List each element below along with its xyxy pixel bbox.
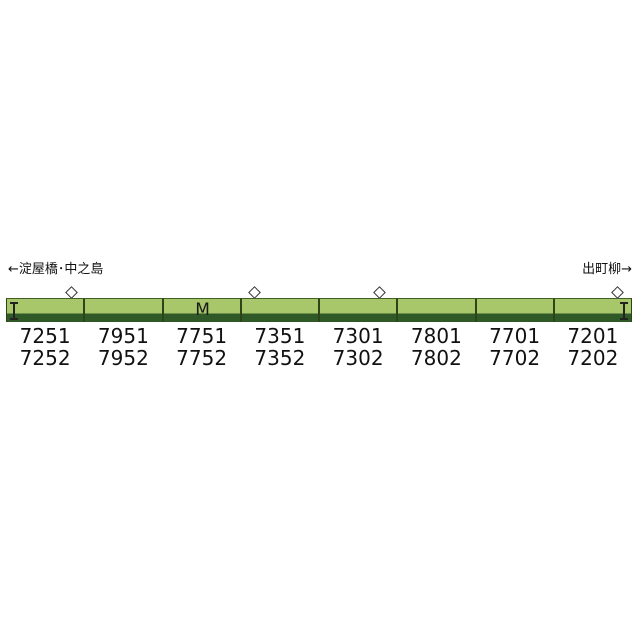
car-number-lower: 7352 [254,346,306,370]
car-number-lower: 7952 [97,346,149,370]
train-formation: M [6,286,632,322]
car-number-lower: 7702 [489,346,541,370]
motor-car-mark: M [195,300,210,320]
train-car [475,298,554,322]
car-number-upper: 7751 [176,324,228,348]
car-number-lower: 7202 [567,346,619,370]
train-car [553,286,632,322]
car-number-lower: 7302 [332,346,384,370]
car-number-lower: 7752 [176,346,228,370]
train-car [397,298,476,322]
train-car [84,298,163,322]
train-car [319,286,398,322]
car-number-upper: 7701 [489,324,541,348]
cab-end-icon [620,302,628,320]
car-number-upper: 7201 [567,324,619,348]
car-number-lower: 7802 [410,346,462,370]
pantograph-icon [65,286,78,299]
pantograph-icon [247,286,261,299]
train-car [240,286,319,322]
direction-right-label: 出町柳→ [582,262,632,277]
train-car: M [162,298,241,322]
car-number-upper: 7251 [19,324,71,348]
pantograph-icon [373,286,386,299]
car-number-upper: 7301 [332,324,384,348]
train-car [6,286,85,322]
car-number-upper: 7801 [410,324,462,348]
car-number-upper: 7951 [97,324,149,348]
direction-left-label: ←淀屋橋･中之島 [8,262,104,277]
cab-end-icon [10,302,18,320]
car-number-upper: 7351 [254,324,306,348]
pantograph-icon [611,286,624,299]
car-number-lower: 7252 [19,346,71,370]
